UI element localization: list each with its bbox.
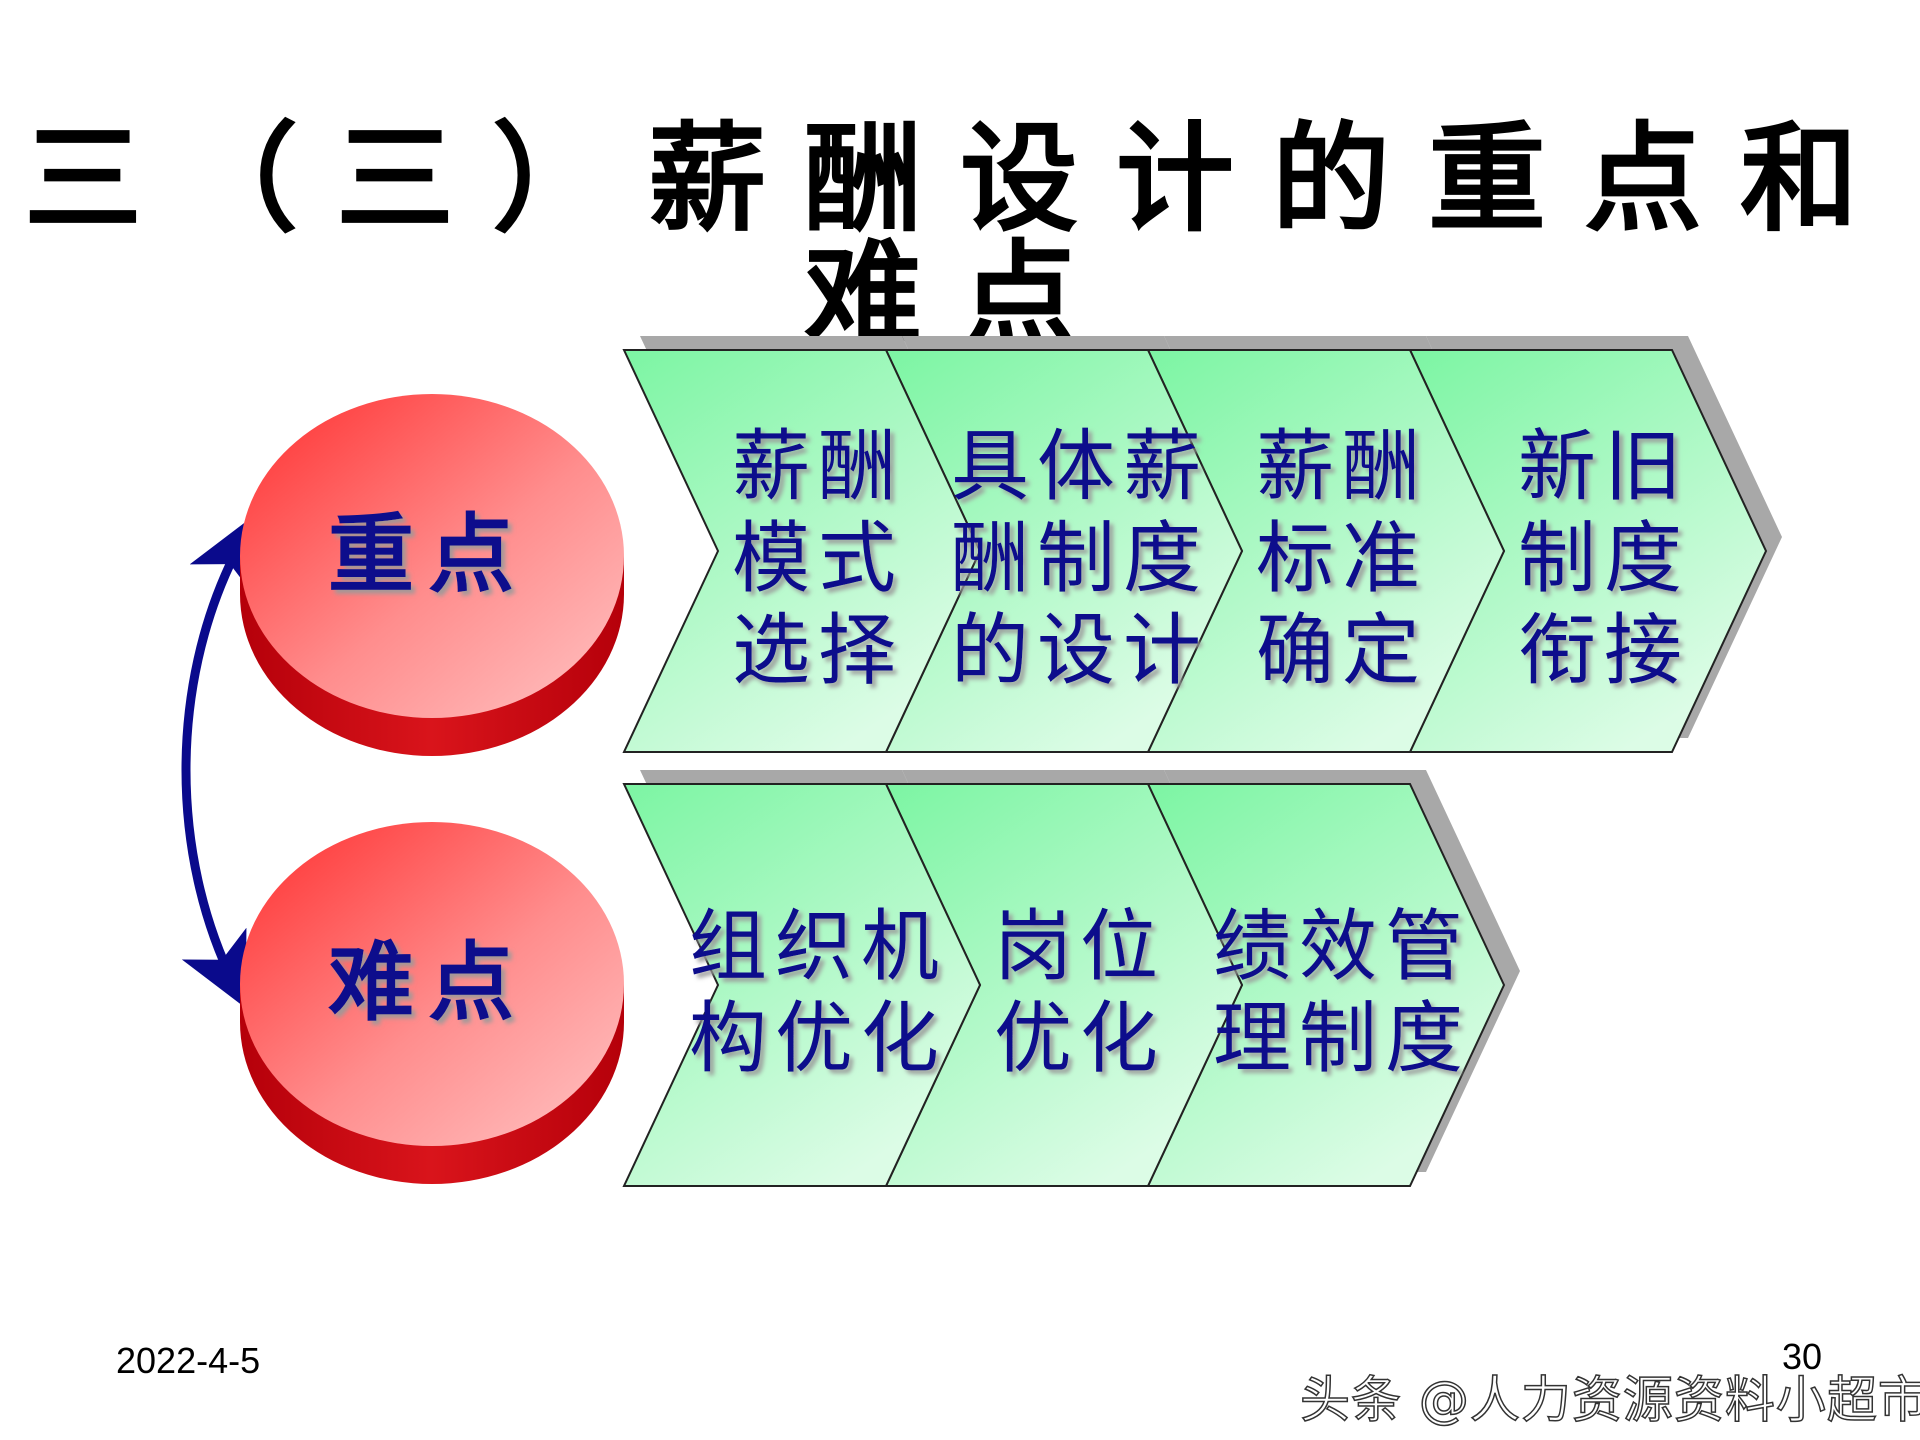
node-label: 难点 — [328, 933, 528, 1033]
step-label-line: 确定 — [1256, 606, 1428, 696]
step-label-line: 酬制度 — [951, 514, 1209, 604]
watermark-text: 头条 @人力资源资料小超市 — [1299, 1370, 1920, 1430]
step-label-line: 构优化 — [689, 994, 947, 1084]
step-label-line: 绩效管 — [1213, 902, 1471, 992]
step-label-line: 的设计 — [951, 606, 1209, 696]
node-key-points: 重点 — [240, 394, 624, 756]
step-label-line: 优化 — [994, 994, 1166, 1084]
step-label-line: 具体薪 — [951, 422, 1209, 512]
step-label-line: 新旧 — [1518, 422, 1690, 512]
node-difficulties: 难点 — [240, 822, 624, 1184]
node-disc-top — [240, 394, 624, 718]
slide-date: 2022-4-5 — [116, 1340, 261, 1381]
node-disc-top — [240, 822, 624, 1146]
slide-title: 三（三）薪酬设计的重点和难点 — [23, 110, 1896, 366]
step-label-line: 选择 — [732, 606, 904, 696]
step-label-line: 衔接 — [1518, 606, 1690, 696]
step-label-line: 模式 — [732, 514, 904, 604]
chevron-step-1 — [622, 783, 982, 1187]
double-arrow-connector — [181, 515, 255, 1009]
step-label-line: 理制度 — [1213, 994, 1471, 1084]
node-label: 重点 — [328, 505, 528, 605]
step-label-line: 岗位 — [994, 902, 1166, 992]
step-label-line: 组织机 — [689, 902, 947, 992]
chevron-step-1 — [622, 349, 982, 753]
step-label-line: 薪酬 — [732, 422, 904, 512]
step-label-line: 薪酬 — [1256, 422, 1428, 512]
step-label-line: 制度 — [1518, 514, 1690, 604]
step-label-line: 标准 — [1256, 514, 1428, 604]
slide-page-number: 30 — [1782, 1336, 1823, 1377]
